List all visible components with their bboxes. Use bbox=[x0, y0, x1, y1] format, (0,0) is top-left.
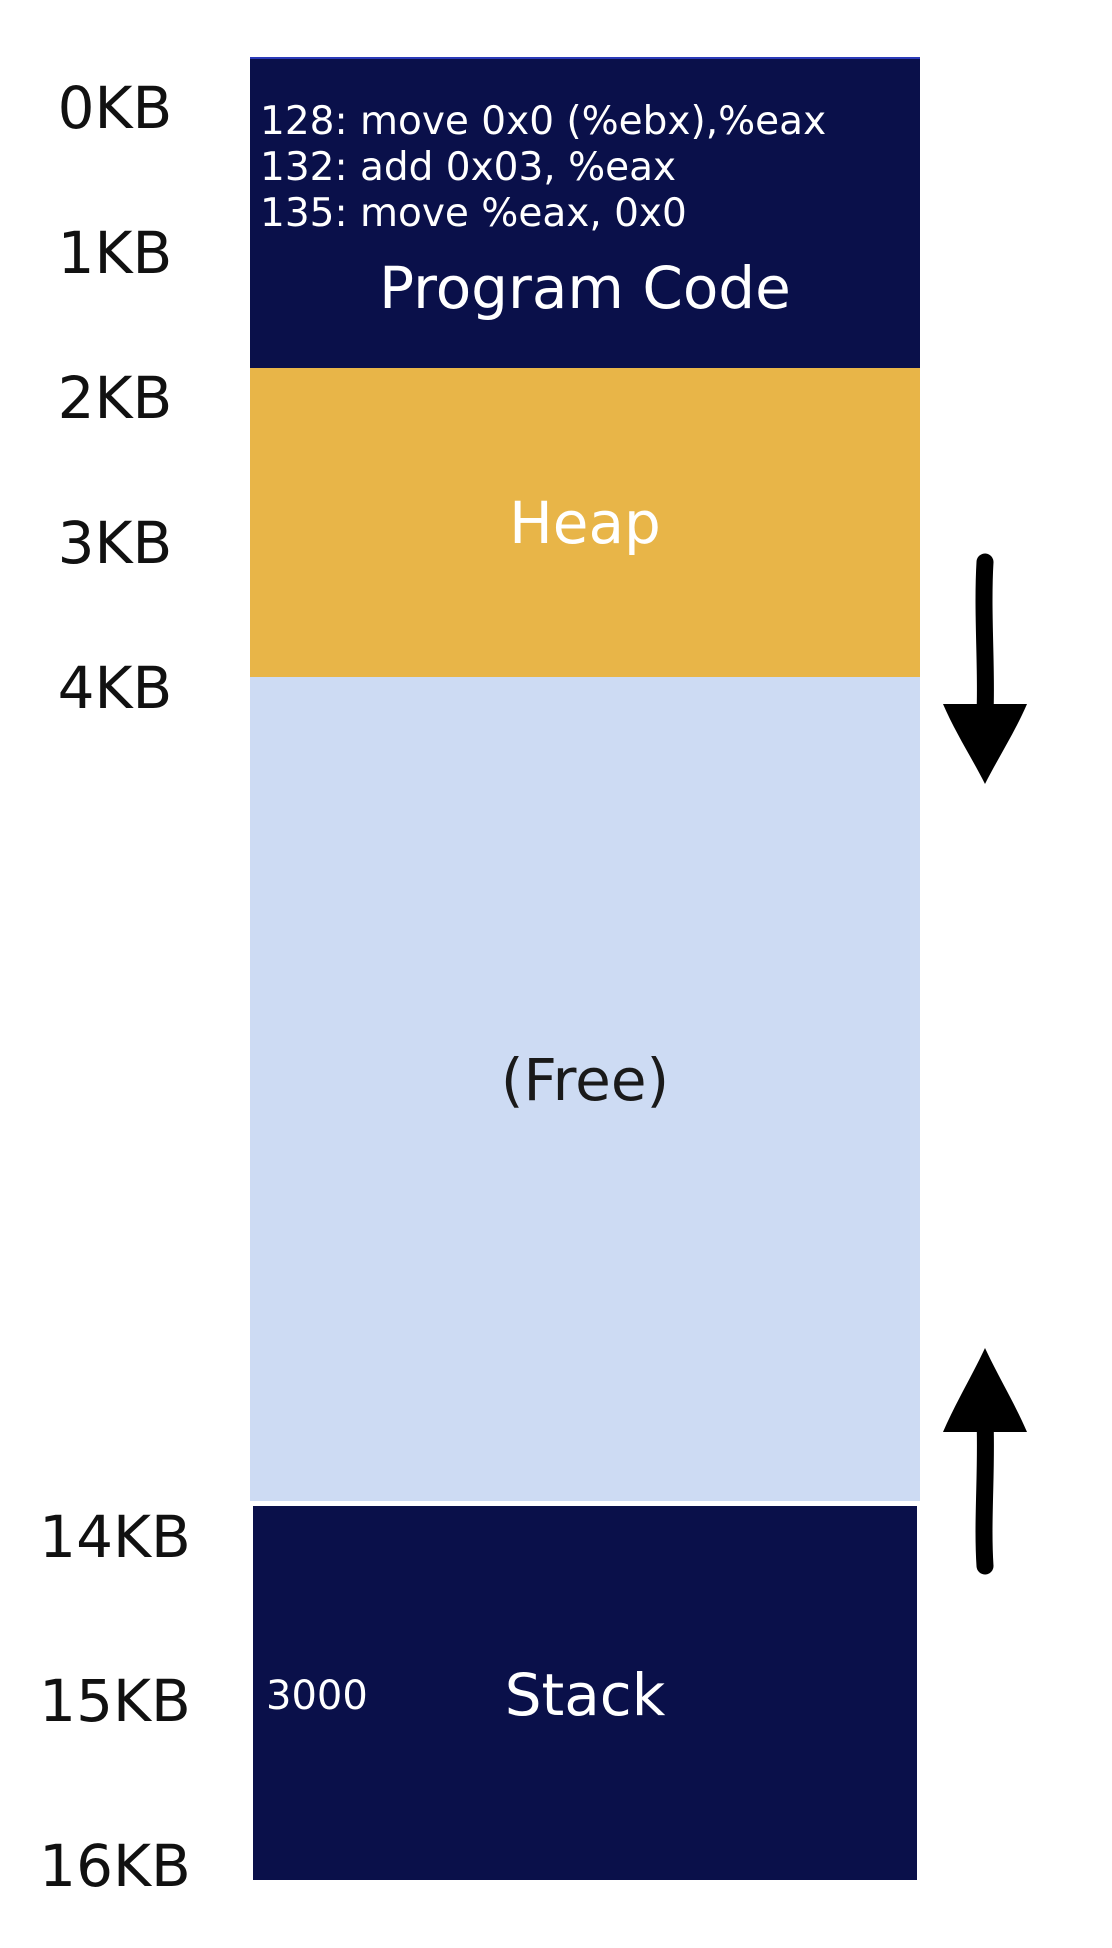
address-label-3kb: 3KB bbox=[57, 509, 173, 577]
heap-title: Heap bbox=[509, 489, 661, 557]
program-code-segment: 128: move 0x0 (%ebx),%eax 132: add 0x03,… bbox=[250, 57, 920, 368]
stack-growth-arrow-up-icon bbox=[943, 1348, 1027, 1575]
address-label-16kb: 16KB bbox=[39, 1832, 191, 1900]
program-code-title: Program Code bbox=[379, 254, 791, 322]
address-label-0kb: 0KB bbox=[57, 74, 173, 142]
stack-title: Stack bbox=[504, 1661, 666, 1729]
instruction-line: 128: move 0x0 (%ebx),%eax bbox=[260, 99, 827, 144]
free-title: (Free) bbox=[500, 1046, 670, 1114]
heap-growth-arrow-down-icon bbox=[943, 553, 1027, 784]
address-label-14kb: 14KB bbox=[39, 1503, 191, 1571]
instruction-line: 132: add 0x03, %eax bbox=[260, 145, 677, 190]
free-segment: (Free) bbox=[250, 677, 920, 1501]
address-label-2kb: 2KB bbox=[57, 364, 173, 432]
instruction-list: 128: move 0x0 (%ebx),%eax 132: add 0x03,… bbox=[260, 99, 826, 237]
address-label-4kb: 4KB bbox=[57, 654, 173, 722]
address-label-1kb: 1KB bbox=[57, 219, 173, 287]
instruction-line: 135: move %eax, 0x0 bbox=[260, 191, 687, 236]
heap-segment: Heap bbox=[250, 368, 920, 677]
address-label-15kb: 15KB bbox=[39, 1667, 191, 1735]
stack-segment: 3000 Stack bbox=[253, 1506, 917, 1880]
stack-value: 3000 bbox=[266, 1673, 368, 1719]
